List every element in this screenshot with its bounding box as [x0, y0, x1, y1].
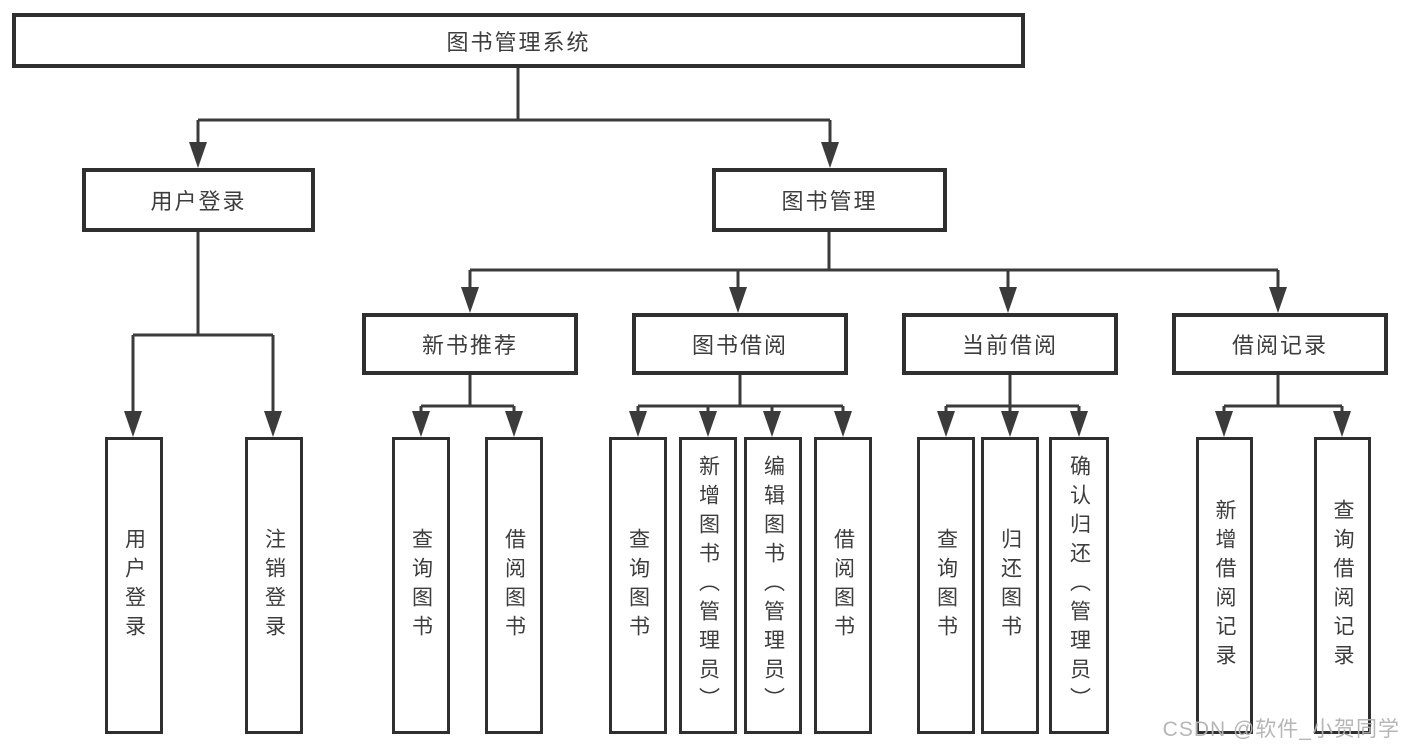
arrowhead	[937, 411, 955, 437]
node-book-borrowing: 图书借阅	[632, 313, 848, 375]
arrowhead	[189, 142, 207, 168]
arrowhead	[1333, 411, 1351, 437]
leaf-query-books-current: 查询图书	[917, 437, 975, 734]
wire-records-to-leaves	[1222, 375, 1344, 416]
wire-root-to-level2	[196, 68, 832, 147]
arrowhead	[505, 411, 523, 437]
arrowhead	[699, 411, 717, 437]
node-book-management: 图书管理	[712, 168, 947, 232]
leaf-borrow-books-recommend: 借阅图书	[485, 437, 543, 734]
arrowhead	[1070, 411, 1088, 437]
leaf-logout: 注销登录	[245, 437, 303, 734]
leaf-borrow-books-borrowing: 借阅图书	[814, 437, 872, 734]
arrowheads	[124, 142, 1351, 437]
wire-recommend-to-leaves	[419, 375, 516, 416]
arrowhead	[729, 287, 747, 313]
arrowhead	[1269, 287, 1287, 313]
arrowhead	[763, 411, 781, 437]
node-borrowing-records: 借阅记录	[1172, 313, 1388, 375]
leaf-edit-book-admin: 编辑图书（管理员）	[744, 437, 802, 734]
wire-bookmgmt-to-level3	[468, 232, 1280, 292]
wire-current-to-leaves	[944, 375, 1081, 416]
arrowhead	[124, 411, 142, 437]
node-current-borrowing: 当前借阅	[902, 313, 1118, 375]
arrowhead	[461, 287, 479, 313]
node-library-management-system: 图书管理系统	[12, 13, 1025, 68]
leaf-add-borrow-record: 新增借阅记录	[1196, 437, 1253, 734]
leaf-add-book-admin: 新增图书（管理员）	[679, 437, 737, 734]
leaf-query-books-recommend: 查询图书	[392, 437, 450, 734]
arrowhead	[1215, 411, 1233, 437]
arrowhead	[834, 411, 852, 437]
wire-borrowing-to-leaves	[636, 375, 845, 416]
leaf-query-books-borrowing: 查询图书	[609, 437, 667, 734]
node-new-book-recommendation: 新书推荐	[362, 313, 578, 375]
leaf-user-login: 用户登录	[105, 437, 163, 734]
csdn-watermark: CSDN @软件_小贺同学	[1162, 718, 1400, 741]
leaf-return-book: 归还图书	[981, 437, 1039, 734]
leaf-query-borrow-record: 查询借阅记录	[1314, 437, 1371, 734]
node-user-login: 用户登录	[82, 168, 315, 232]
arrowhead	[412, 411, 430, 437]
arrowhead	[821, 142, 839, 168]
arrowhead	[629, 411, 647, 437]
arrowhead	[1001, 411, 1019, 437]
leaf-confirm-return-admin: 确认归还（管理员）	[1049, 437, 1109, 734]
arrowhead	[999, 287, 1017, 313]
wire-userlogin-to-leaves	[131, 232, 275, 416]
arrowhead	[264, 411, 282, 437]
